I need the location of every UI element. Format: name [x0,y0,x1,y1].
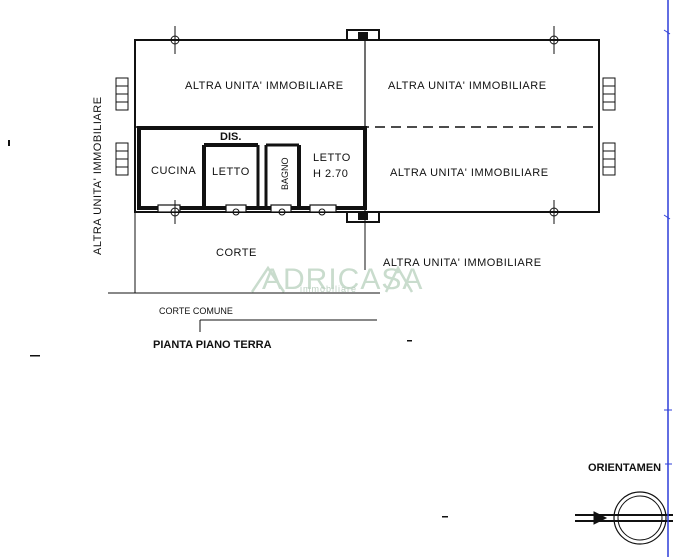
apartment-walls [137,126,367,213]
compass-icon [575,491,673,545]
stair-markers [115,77,616,176]
corte-label: CORTE [216,247,257,259]
plan-title: PIANTA PIANO TERRA [153,339,272,351]
orientamento-label: ORIENTAMEN [588,462,661,474]
room-height-label: H 2.70 [313,168,348,180]
room-label-cucina: CUCINA [151,165,196,177]
crosshair-markers [167,26,562,224]
watermark-brand: ADRICASA [262,263,423,296]
unit-label-left-vertical: ALTRA UNITA' IMMOBILIARE [92,96,104,255]
watermark: ADRICASA immobiliare [250,263,423,296]
room-label-letto-1: LETTO [212,166,250,178]
unit-label-bottom-right: ALTRA UNITA' IMMOBILIARE [383,257,542,269]
page-edge-border [663,0,672,557]
room-label-bagno: BAGNO [280,157,290,190]
corte-comune-label: CORTE COMUNE [159,306,233,316]
room-label-dis: DIS. [220,131,241,143]
unit-label-top-right: ALTRA UNITA' IMMOBILIARE [388,80,547,92]
watermark-sub: immobiliare [300,284,357,294]
room-label-letto-2: LETTO [313,152,351,164]
watermark-roof-icon [250,265,286,293]
corte-lines [108,212,380,332]
unit-label-mid-right: ALTRA UNITA' IMMOBILIARE [390,167,549,179]
scan-marks [8,140,448,518]
unit-label-top-left: ALTRA UNITA' IMMOBILIARE [185,80,344,92]
